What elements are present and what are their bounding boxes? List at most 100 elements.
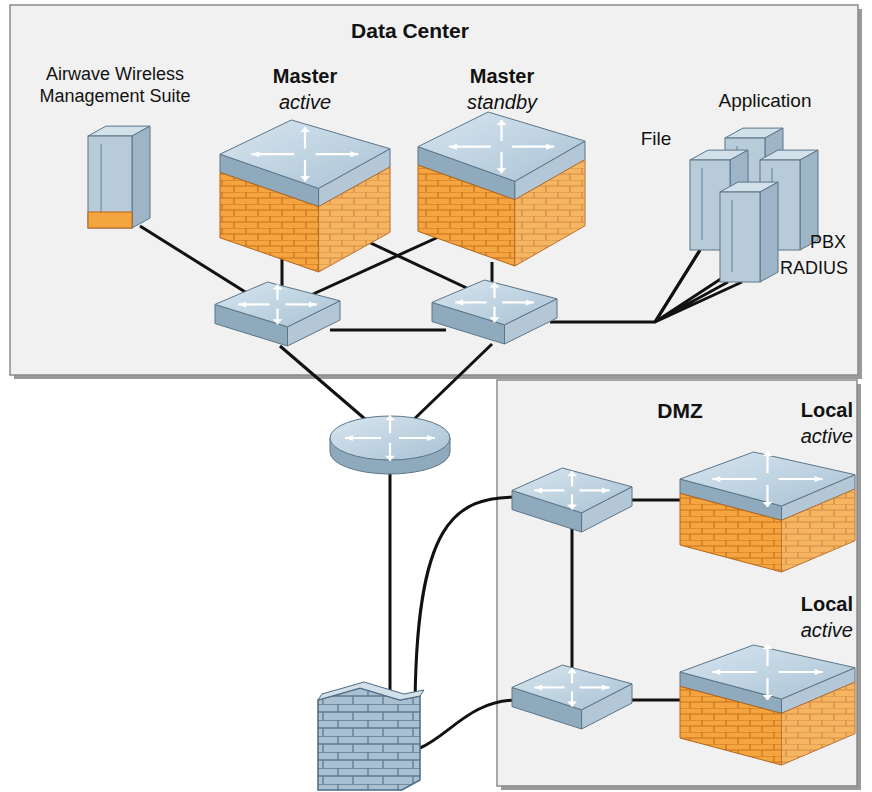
arrow-head [546,144,554,150]
zone-panel: Data CenterAirwave Wireless Management S… [10,5,858,375]
top-face [418,112,585,181]
server [720,182,778,282]
switch [215,282,340,346]
arrow-head [309,301,317,307]
switch-arrows [534,668,610,706]
top-face [680,645,855,699]
top-face [512,468,632,513]
device-title: Local [745,592,853,616]
master-controller-arrows [251,127,358,181]
device-label: active [745,618,853,642]
brick-face [680,493,782,572]
arrow-head [300,176,310,181]
arrow-head [345,435,353,441]
firewall-wall [318,688,420,790]
arrow-head [238,301,246,307]
arrow-head [534,487,542,493]
device-title: DMZ [630,398,730,423]
master-controller-node: Masteractive [215,62,395,274]
device-label: File [624,128,688,151]
arrow-head [300,127,310,132]
local-controller-arrows [712,644,822,700]
device-title: Data Center [270,18,550,43]
airwave-server [88,126,150,228]
tower-detail [701,168,703,240]
brick-face [680,686,782,765]
tower-side [132,126,150,228]
arrow-head [385,456,395,461]
arrow-head [526,299,534,305]
network-cable [420,700,518,748]
dmz-panel [497,380,857,786]
management-server: Airwave Wireless Management Suite [30,62,200,232]
router [330,416,450,474]
arrow-head [497,168,507,173]
arrow-head [763,644,773,649]
arrow-head [602,487,610,493]
network-cable [628,699,688,702]
arrow-head [567,702,577,707]
brick-face [220,172,319,272]
arrow-head [534,684,542,690]
arrow-head [763,451,773,456]
arrow-head [490,282,500,287]
arrow-head [251,151,259,157]
network-cable [408,344,492,425]
arrow-head [455,299,463,305]
arrow-head [815,669,823,675]
tower-detail [731,200,733,272]
switch-arrows [534,471,610,509]
device-title: Master [412,64,592,88]
network-cable [628,499,688,502]
arrow-head [815,476,823,482]
device-label: Application [690,90,840,113]
server-cluster: ApplicationFilePBX RADIUS [620,86,858,296]
arrow-head [712,476,720,482]
device-label: active [745,424,853,448]
master-controller [418,112,585,266]
arrow-head [567,505,577,510]
local-controller-arrows [712,451,822,507]
arrow-head [497,120,507,125]
network-cable [280,346,372,425]
network-cable [330,329,446,332]
arrow-head [567,471,577,476]
top-face [680,452,855,506]
arrow-head [712,669,720,675]
firewall-top [318,682,424,700]
network-cable [389,462,392,705]
master-controller [220,120,390,272]
arrow-head [427,435,435,441]
switch [432,280,557,344]
network-cable [655,250,700,322]
arrow-head [490,317,500,322]
device-title: Local [745,398,853,422]
local-controller [680,452,855,572]
device-label: active [215,90,395,114]
device-label: PBX [810,232,856,254]
device-label: standby [412,90,592,114]
arrow-head [449,144,457,150]
network-cable [571,528,574,672]
local-controller-node: Localactive [740,396,855,574]
switch [512,468,632,532]
arrow-head [567,668,577,673]
master-controller-arrows [449,120,554,173]
device-label: RADIUS [780,258,856,280]
brick-face [418,165,515,266]
data-center-panel [10,5,858,375]
switch [512,665,632,729]
tower-front [88,136,132,228]
arrow-head [385,415,395,420]
zone-panel: DMZLocalactiveLocalactive [497,380,857,786]
switch-arrows [238,284,317,324]
tower-detail [100,144,102,218]
top-face [432,280,557,325]
top-face [215,282,340,327]
firewall [318,682,424,790]
router-top [330,416,450,460]
arrow-head [351,151,359,157]
router-arrows [345,415,435,461]
local-controller-node: Localactive [740,590,855,768]
